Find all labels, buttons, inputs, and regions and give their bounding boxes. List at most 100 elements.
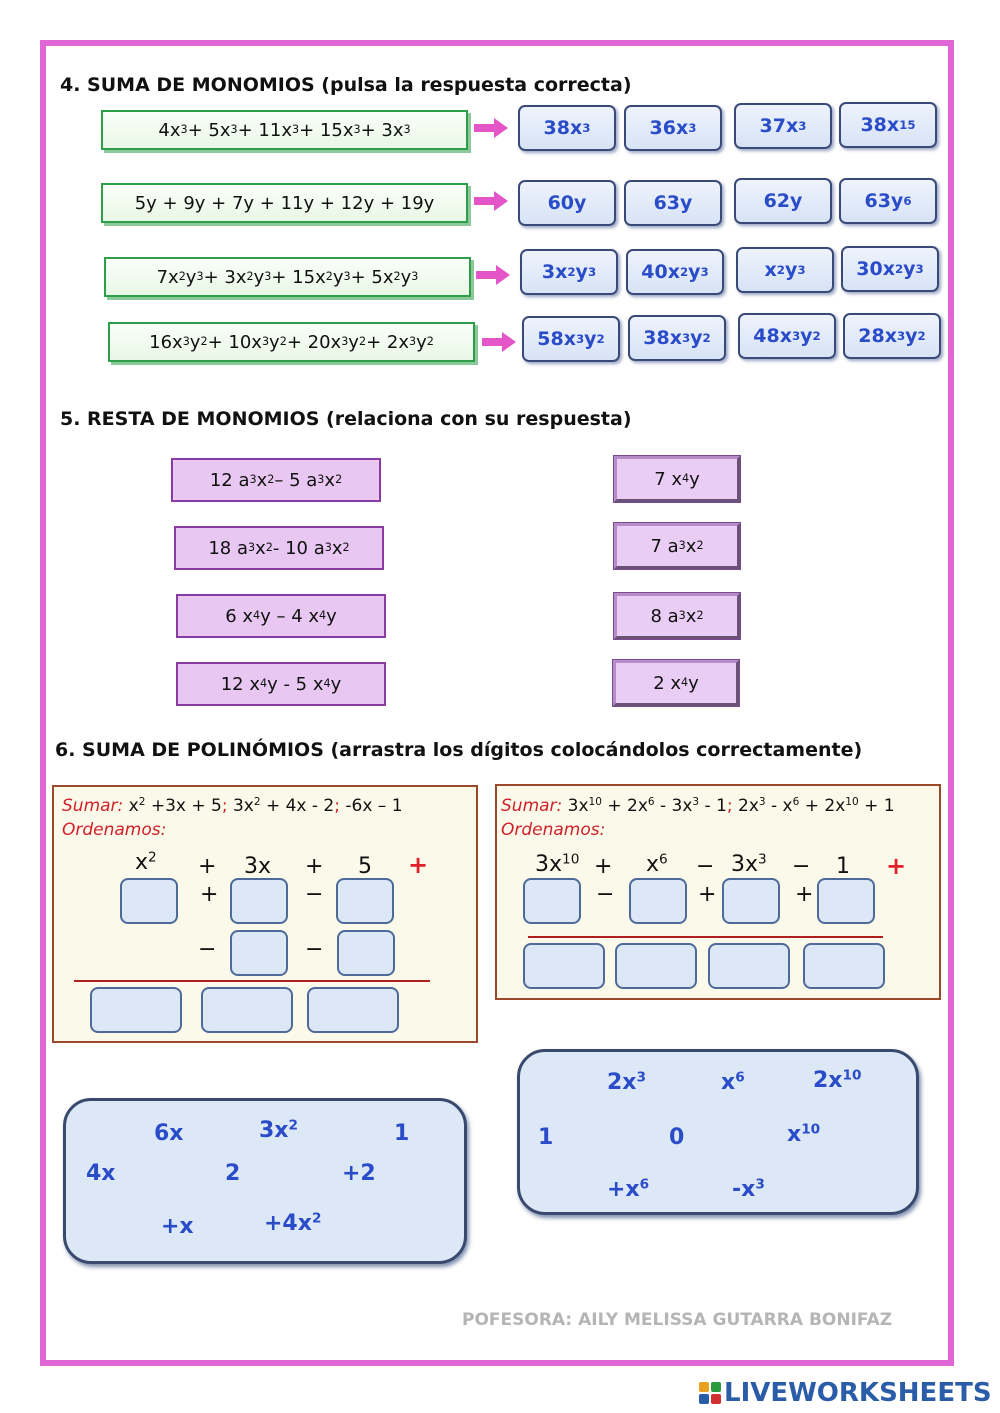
term: 1 xyxy=(836,854,850,879)
operator: − xyxy=(792,854,811,879)
operator: + xyxy=(698,882,717,907)
result-slot[interactable] xyxy=(523,943,605,989)
term: 5 xyxy=(358,854,372,879)
drop-slot[interactable] xyxy=(336,878,394,924)
term: 3x xyxy=(244,854,272,879)
problem1-ordenamos: Ordenamos: xyxy=(62,820,167,840)
operator: − xyxy=(305,882,324,907)
result-slot[interactable] xyxy=(90,987,182,1033)
drop-slot[interactable] xyxy=(722,878,780,924)
drop-slot[interactable] xyxy=(230,878,288,924)
logo-text: LIVEWORKSHEETS xyxy=(724,1378,992,1408)
liveworksheets-logo: LIVEWORKSHEETS xyxy=(698,1378,992,1408)
result-slot[interactable] xyxy=(201,987,293,1033)
term: x6 xyxy=(646,851,668,877)
arrow-right-icon xyxy=(476,265,510,285)
result-slot[interactable] xyxy=(803,943,885,989)
drag-tile[interactable]: 3x2 xyxy=(259,1117,298,1143)
drag-tile[interactable]: +2 xyxy=(342,1161,376,1186)
drop-slot[interactable] xyxy=(817,878,875,924)
operator: − xyxy=(596,882,615,907)
section5-title: 5. RESTA DE MONOMIOS (relaciona con su r… xyxy=(60,408,632,430)
term: 3x3 xyxy=(731,851,767,877)
drag-tile[interactable]: 4x xyxy=(86,1161,116,1186)
problem2-statement: Sumar: 3x10 + 2x6 - 3x3 - 1; 2x3 - x6 + … xyxy=(501,796,895,816)
sum-plus-sign: + xyxy=(408,851,429,879)
operator: − xyxy=(696,854,715,879)
section4-title: 4. SUMA DE MONOMIOS (pulsa la respuesta … xyxy=(60,74,632,96)
sum-expression-2: 5y + 9y + 7y + 11y + 12y + 19y xyxy=(101,183,468,223)
tile-bank-1 xyxy=(63,1098,467,1264)
drag-tile[interactable]: 6x xyxy=(154,1121,184,1146)
drag-tile[interactable]: +4x2 xyxy=(264,1210,322,1236)
result-slot[interactable] xyxy=(708,943,790,989)
drop-slot[interactable] xyxy=(523,878,581,924)
result-slot[interactable] xyxy=(615,943,697,989)
operator: + xyxy=(594,854,613,879)
drag-tile[interactable]: 2 xyxy=(225,1161,241,1186)
term: x2 xyxy=(135,849,157,875)
problem1-statement: Sumar: x2 +3x + 5; 3x2 + 4x - 2; -6x – 1 xyxy=(62,796,403,816)
drag-tile[interactable]: x6 xyxy=(721,1069,745,1095)
drag-tile[interactable]: +x xyxy=(161,1214,194,1239)
result-slot[interactable] xyxy=(307,987,399,1033)
drag-tile[interactable]: 1 xyxy=(538,1125,554,1150)
sum-line xyxy=(528,936,883,938)
drop-slot[interactable] xyxy=(230,930,288,976)
operator: + xyxy=(305,854,324,879)
drag-tile[interactable]: 2x10 xyxy=(813,1067,862,1093)
arrow-right-icon xyxy=(474,191,508,211)
drop-slot[interactable] xyxy=(120,878,178,924)
logo-icon xyxy=(698,1381,722,1405)
drag-tile[interactable]: 2x3 xyxy=(607,1069,646,1095)
answer-option[interactable]: 62y xyxy=(734,178,832,224)
term: 3x10 xyxy=(535,851,580,877)
drag-tile[interactable]: -x3 xyxy=(732,1176,765,1202)
operator: + xyxy=(795,882,814,907)
drag-tile[interactable]: x10 xyxy=(787,1121,821,1147)
drag-tile[interactable]: 1 xyxy=(394,1121,410,1146)
teacher-credit: POFESORA: AILY MELISSA GUTARRA BONIFAZ xyxy=(462,1310,893,1330)
tile-bank-2 xyxy=(517,1049,919,1215)
section6-title: 6. SUMA DE POLINÓMIOS (arrastra los dígi… xyxy=(55,739,863,761)
drop-slot[interactable] xyxy=(629,878,687,924)
sum-plus-sign: + xyxy=(886,852,907,880)
answer-option[interactable]: 63y xyxy=(624,180,722,226)
drag-tile[interactable]: 0 xyxy=(669,1125,685,1150)
operator: − xyxy=(198,937,217,962)
arrow-right-icon xyxy=(474,118,508,138)
drop-slot[interactable] xyxy=(337,930,395,976)
operator: − xyxy=(305,937,324,962)
drag-tile[interactable]: +x6 xyxy=(607,1176,650,1202)
answer-option[interactable]: 60y xyxy=(518,180,616,226)
operator: + xyxy=(198,854,217,879)
sum-line xyxy=(74,980,430,982)
operator: + xyxy=(200,882,219,907)
page-frame xyxy=(40,40,954,1366)
problem2-ordenamos: Ordenamos: xyxy=(501,820,606,840)
